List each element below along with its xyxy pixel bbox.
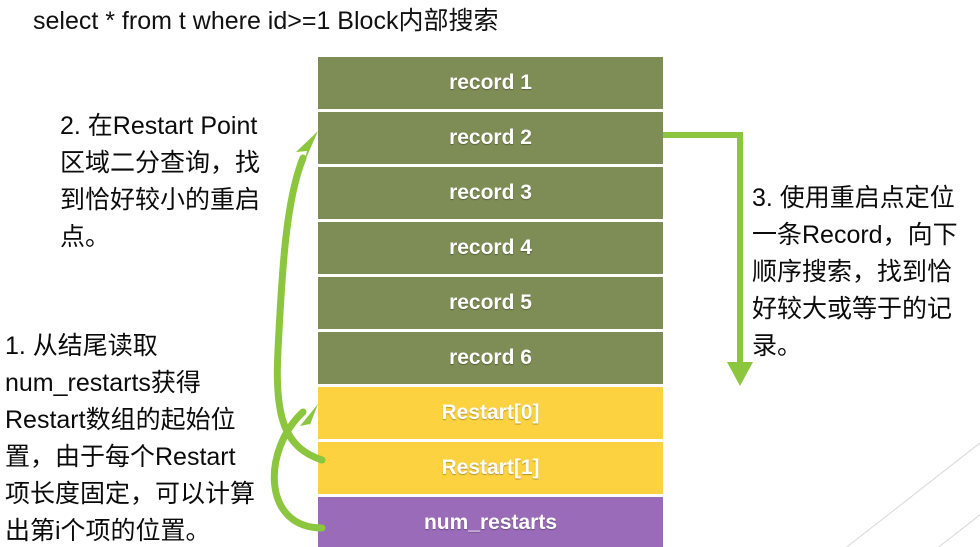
annotation-step-1-line: 出第i个项的位置。 <box>5 517 211 545</box>
arrow-record2-down-head <box>727 362 753 386</box>
annotation-step-1-line: 置，由于每个Restart <box>5 443 236 471</box>
decorative-diagonal-line <box>846 430 980 547</box>
annotation-step-3-line: 好较大或等于的记 <box>752 295 953 323</box>
block-record-4: record 4 <box>318 222 663 274</box>
block-record-2: record 2 <box>318 112 663 164</box>
annotation-step-3-line: 录。 <box>752 332 803 360</box>
annotation-step-3-line: 顺序搜索，找到恰 <box>752 258 953 286</box>
annotation-step-1-line: num_restarts获得 <box>5 369 201 397</box>
annotation-step-2-line: 到恰好较小的重启 <box>60 186 261 214</box>
block-num-restarts: num_restarts <box>318 497 663 547</box>
slide-title: select * from t where id>=1 Block内部搜索 <box>33 7 499 35</box>
annotation-step-3-line: 一条Record，向下 <box>752 221 958 249</box>
annotation-step-1-line: Restart数组的起始位 <box>5 406 236 434</box>
arrow-record2-down-path <box>663 132 743 368</box>
block-record-5: record 5 <box>318 277 663 329</box>
annotation-step-1-line: 1. 从结尾读取 <box>5 332 158 360</box>
annotation-step-2-line: 2. 在Restart Point <box>60 112 258 140</box>
decorative-diagonal-line <box>938 473 980 547</box>
annotation-step-2: 2. 在Restart Point 区域二分查询，找 到恰好较小的重启 点。 <box>60 108 308 256</box>
annotation-step-3: 3. 使用重启点定位 一条Record，向下 顺序搜索，找到恰 好较大或等于的记… <box>752 180 980 365</box>
annotation-step-2-line: 点。 <box>60 223 111 251</box>
annotation-step-2-line: 区域二分查询，找 <box>60 149 261 177</box>
block-restart-0: Restart[0] <box>318 387 663 439</box>
annotation-step-1-line: 项长度固定，可以计算 <box>5 480 256 508</box>
block-stack: record 1 record 2 record 3 record 4 reco… <box>318 57 663 547</box>
block-record-6: record 6 <box>318 332 663 384</box>
block-record-1: record 1 <box>318 57 663 109</box>
annotation-step-1: 1. 从结尾读取 num_restarts获得 Restart数组的起始位 置，… <box>5 328 305 547</box>
block-record-3: record 3 <box>318 167 663 219</box>
block-restart-1: Restart[1] <box>318 442 663 494</box>
annotation-step-3-line: 3. 使用重启点定位 <box>752 184 955 212</box>
